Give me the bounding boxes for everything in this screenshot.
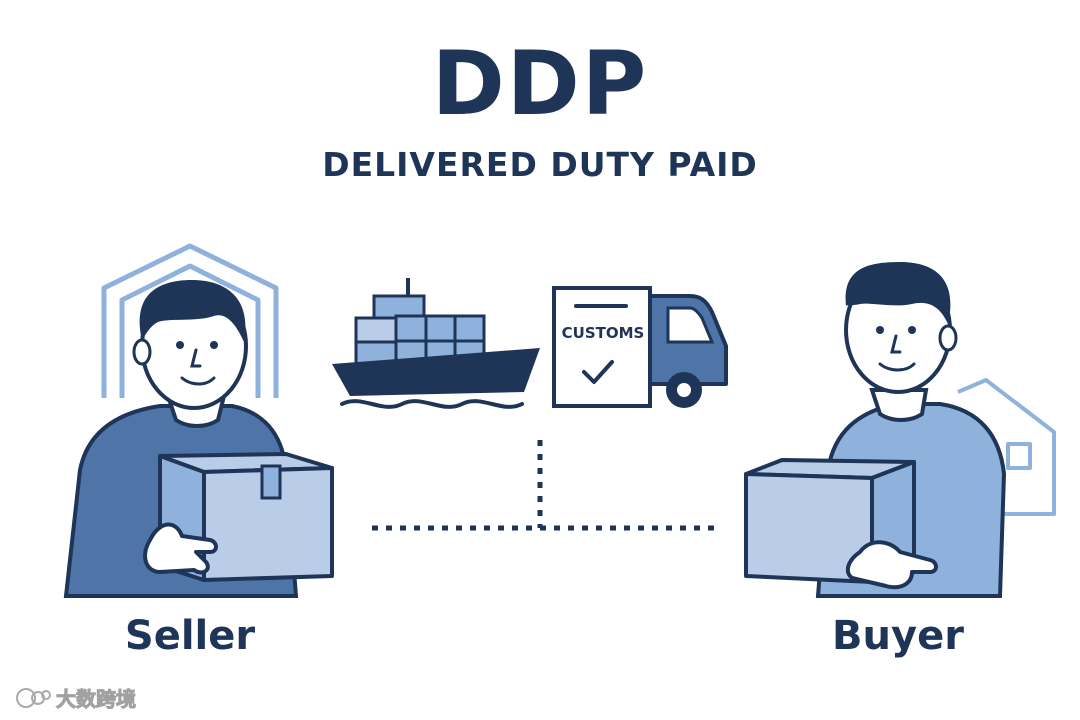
checkmark-icon (582, 360, 614, 384)
customs-label: CUSTOMS (562, 324, 645, 342)
seller-figure (63, 280, 334, 598)
warehouse-icon (101, 243, 279, 398)
dotted-connector (372, 440, 718, 531)
customs-document-icon (552, 286, 652, 408)
buyer-figure (744, 262, 1007, 598)
cargo-ship-icon (332, 278, 540, 409)
house-icon (957, 378, 1056, 516)
watermark: 大数跨境 (56, 682, 137, 712)
title: DDP (431, 32, 649, 135)
truck-icon (638, 294, 728, 408)
watermark-text: 大数跨境 (56, 686, 137, 711)
buyer-label: Buyer (832, 613, 964, 659)
seller-label: Seller (124, 613, 256, 659)
subtitle: DELIVERED DUTY PAID (322, 145, 758, 184)
watermark-logo-icon (16, 688, 51, 708)
